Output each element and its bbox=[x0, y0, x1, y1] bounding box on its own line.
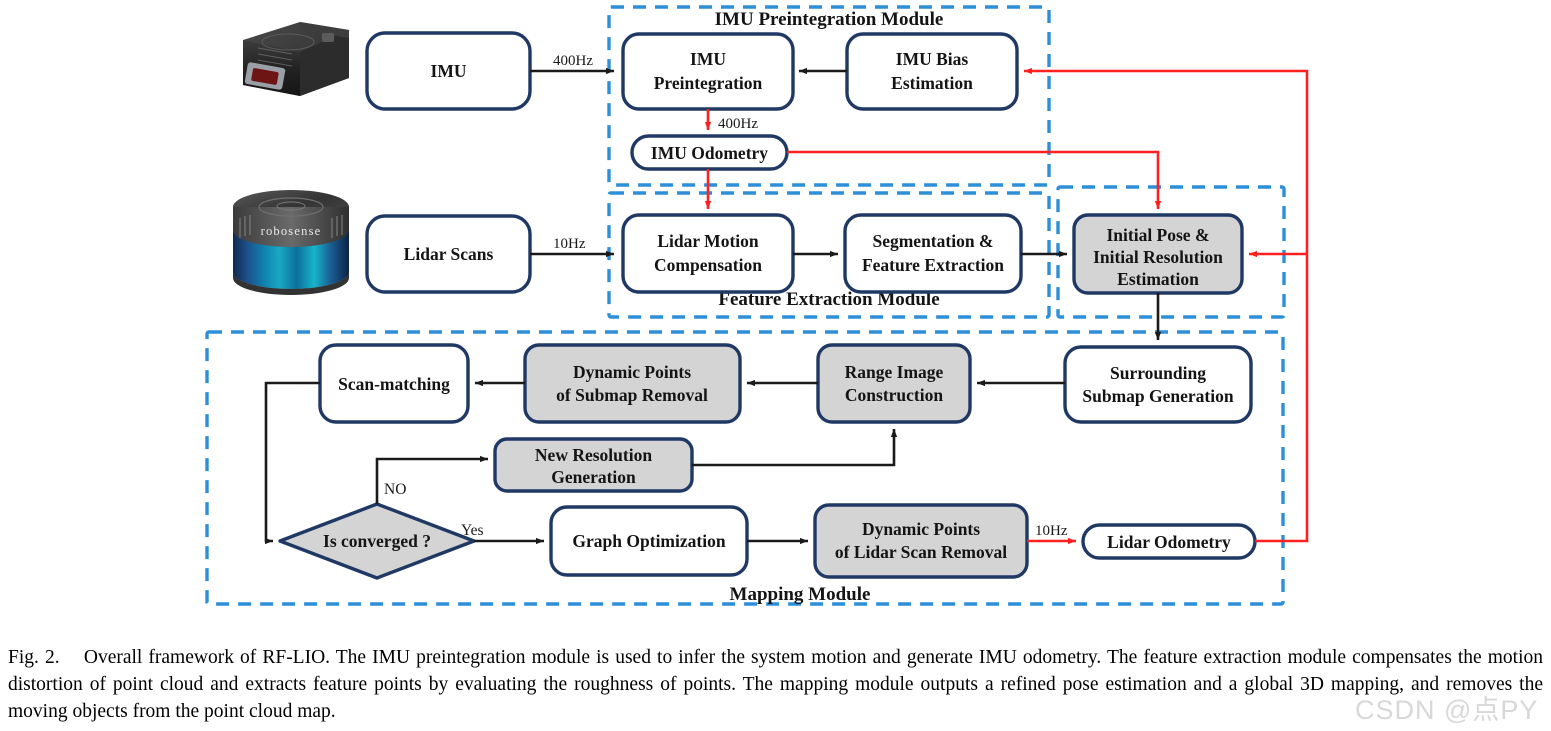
caption-text: Overall framework of RF-LIO. The IMU pre… bbox=[8, 647, 1543, 722]
caption-label: Fig. 2. bbox=[8, 647, 60, 668]
node-initial-pose-resolution-estimation[interactable]: Initial Pose & Initial Resolution Estima… bbox=[1072, 213, 1244, 295]
edge-label-no: NO bbox=[384, 481, 406, 498]
node-imu[interactable]: IMU bbox=[365, 31, 532, 111]
node-graph-optimization[interactable]: Graph Optimization bbox=[549, 505, 749, 577]
node-new-resolution-generation[interactable]: New Resolution Generation bbox=[493, 437, 694, 493]
lidar-sensor-image: robosense bbox=[233, 190, 349, 295]
node-label-new-resolution-line1: New Resolution bbox=[535, 445, 652, 465]
node-label-initial-pose-line2: Initial Resolution bbox=[1093, 247, 1223, 267]
node-label-imu-odometry: IMU Odometry bbox=[651, 143, 768, 163]
node-label-dyn-lidar-line1: Dynamic Points bbox=[862, 519, 980, 539]
lidar-brand-label: robosense bbox=[261, 224, 322, 238]
edges-red bbox=[704, 67, 1309, 545]
module-label-mapping: Mapping Module bbox=[730, 584, 871, 605]
edge-imuodometry-to-initialpose bbox=[787, 150, 1162, 210]
node-lidar-odometry[interactable]: Lidar Odometry bbox=[1081, 523, 1257, 560]
node-label-imu: IMU bbox=[431, 61, 467, 81]
node-label-new-resolution-line2: Generation bbox=[551, 467, 636, 487]
node-label-imu-bias-estimation-line1: IMU Bias bbox=[896, 49, 969, 69]
node-label-range-image-line2: Construction bbox=[845, 385, 943, 405]
edge-no-to-newresolution bbox=[375, 455, 489, 504]
node-imu-bias-estimation[interactable]: IMU Bias Estimation bbox=[845, 32, 1019, 111]
imu-sensor-image bbox=[243, 22, 349, 96]
node-label-graph-optimization: Graph Optimization bbox=[572, 531, 725, 551]
node-label-lidar-scans: Lidar Scans bbox=[404, 244, 494, 264]
node-dynamic-points-of-lidar-scan-removal[interactable]: Dynamic Points of Lidar Scan Removal bbox=[813, 503, 1029, 579]
module-label-imu-preintegration: IMU Preintegration Module bbox=[715, 9, 944, 30]
figure-caption: Fig. 2. Overall framework of RF-LIO. The… bbox=[8, 645, 1543, 726]
edge-label-imu-odom-rate: 400Hz bbox=[718, 116, 758, 132]
node-label-initial-pose-line3: Estimation bbox=[1117, 269, 1199, 289]
node-label-is-converged: Is converged ? bbox=[323, 531, 431, 551]
edges-black bbox=[264, 67, 1162, 545]
node-surrounding-submap-generation[interactable]: Surrounding Submap Generation bbox=[1063, 345, 1253, 424]
module-imu-preintegration: IMU Preintegration Module bbox=[607, 5, 1051, 187]
edge-label-lidar-odom-rate: 10Hz bbox=[1035, 523, 1068, 539]
node-label-imu-bias-estimation-line2: Estimation bbox=[891, 73, 973, 93]
node-label-segmentation-line2: Feature Extraction bbox=[862, 255, 1004, 275]
node-scan-matching[interactable]: Scan-matching bbox=[318, 343, 470, 424]
node-is-converged[interactable]: Is converged ? bbox=[278, 502, 476, 580]
module-mapping: Mapping Module bbox=[205, 330, 1285, 606]
edge-label-imu-rate: 400Hz bbox=[553, 53, 593, 69]
node-label-lidar-motion-compensation-line2: Compensation bbox=[654, 255, 762, 275]
node-label-lidar-motion-compensation-line1: Lidar Motion bbox=[657, 231, 759, 251]
node-label-surrounding-line2: Submap Generation bbox=[1082, 386, 1233, 406]
edge-label-lidar-rate: 10Hz bbox=[553, 236, 586, 252]
node-label-lidar-odometry: Lidar Odometry bbox=[1107, 532, 1231, 552]
node-label-dyn-submap-line1: Dynamic Points bbox=[573, 362, 691, 382]
csdn-watermark: CSDN @点PY bbox=[1355, 695, 1539, 725]
node-lidar-motion-compensation[interactable]: Lidar Motion Compensation bbox=[621, 213, 795, 294]
node-label-imu-preintegration-line2: Preintegration bbox=[654, 73, 763, 93]
node-imu-preintegration[interactable]: IMU Preintegration bbox=[621, 32, 795, 111]
edge-label-yes: Yes bbox=[461, 522, 484, 539]
node-lidar-scans[interactable]: Lidar Scans bbox=[365, 214, 532, 294]
edge-newresolution-to-rangeimage bbox=[692, 428, 898, 467]
node-label-imu-preintegration-line1: IMU bbox=[690, 49, 726, 69]
node-label-initial-pose-line1: Initial Pose & bbox=[1106, 225, 1209, 245]
node-label-dyn-submap-line2: of Submap Removal bbox=[556, 385, 708, 405]
node-label-scan-matching: Scan-matching bbox=[338, 374, 450, 394]
module-initial-estimation bbox=[1056, 185, 1286, 319]
edge-lidarodometry-to-biasestimation bbox=[1023, 67, 1309, 543]
node-range-image-construction[interactable]: Range Image Construction bbox=[816, 343, 972, 424]
node-label-range-image-line1: Range Image bbox=[845, 362, 944, 382]
node-label-segmentation-line1: Segmentation & bbox=[872, 231, 993, 251]
node-label-surrounding-line1: Surrounding bbox=[1110, 363, 1206, 383]
node-label-dyn-lidar-line2: of Lidar Scan Removal bbox=[835, 542, 1007, 562]
module-label-feature-extraction: Feature Extraction Module bbox=[718, 289, 939, 310]
node-dynamic-points-of-submap-removal[interactable]: Dynamic Points of Submap Removal bbox=[523, 343, 742, 424]
edge-scanmatching-to-isconverged bbox=[264, 381, 320, 545]
node-imu-odometry[interactable]: IMU Odometry bbox=[630, 134, 789, 171]
node-segmentation-feature-extraction[interactable]: Segmentation & Feature Extraction bbox=[843, 213, 1023, 294]
